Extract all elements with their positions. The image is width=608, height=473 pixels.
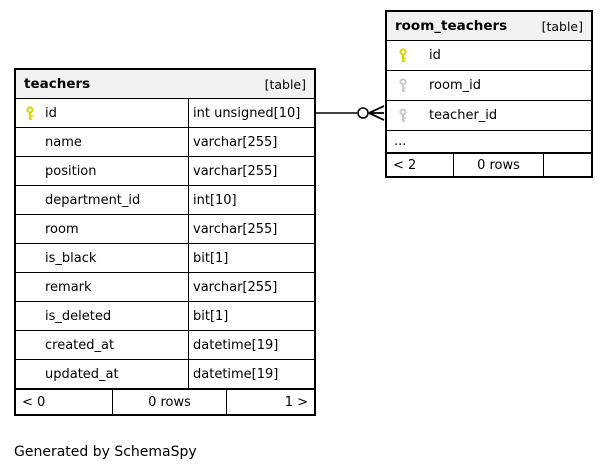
foreign-key-icon: [387, 101, 417, 130]
column-name: position: [45, 163, 97, 179]
column-name: room: [45, 221, 79, 237]
table-teachers-title[interactable]: teachers: [24, 76, 91, 92]
column-type: int unsigned[10]: [188, 99, 314, 127]
column-name: room_id: [429, 78, 481, 93]
column-row-is-deleted: is_deleted bit[1]: [16, 301, 314, 330]
column-name: teacher_id: [429, 108, 498, 123]
no-key-icon: [16, 360, 42, 388]
column-type: varchar[255]: [188, 128, 314, 156]
column-row-is-black: is_black bit[1]: [16, 243, 314, 272]
column-row-teacher-id: teacher_id: [387, 100, 591, 130]
table-room-teachers-title[interactable]: room_teachers: [395, 18, 508, 34]
no-key-icon: [16, 244, 42, 272]
no-key-icon: [16, 157, 42, 185]
crowfoot-many-marker: [368, 105, 385, 121]
degree-out-count: [543, 154, 591, 176]
column-type: varchar[255]: [188, 273, 314, 301]
column-row-room-id: room_id: [387, 70, 591, 100]
degree-in-count: < 0: [22, 394, 46, 410]
column-row-id: id int unsigned[10]: [16, 98, 314, 127]
no-key-icon: [16, 331, 42, 359]
generated-by-caption: Generated by SchemaSpy: [14, 444, 197, 460]
table-teachers-footer: < 0 0 rows 1 >: [16, 388, 314, 414]
column-name: is_deleted: [45, 308, 112, 324]
table-teachers[interactable]: teachers [table] id int unsigned[10] nam…: [14, 68, 316, 416]
column-row-department-id: department_id int[10]: [16, 185, 314, 214]
column-row-id: id: [387, 40, 591, 70]
table-room-teachers[interactable]: room_teachers [table] id: [385, 10, 593, 178]
no-key-icon: [16, 215, 42, 243]
hidden-columns-ellipsis: ...: [387, 130, 591, 152]
no-key-icon: [16, 186, 42, 214]
column-name: is_black: [45, 250, 97, 266]
column-name: id: [45, 105, 57, 121]
column-row-room: room varchar[255]: [16, 214, 314, 243]
degree-out-count: 1 >: [226, 390, 314, 414]
column-type: int[10]: [188, 186, 314, 214]
foreign-key-icon: [387, 71, 417, 100]
column-row-updated-at: updated_at datetime[19]: [16, 359, 314, 388]
column-name: updated_at: [45, 366, 119, 382]
row-count: 0 rows: [112, 390, 226, 414]
column-row-name: name varchar[255]: [16, 127, 314, 156]
degree-in-count: < 2: [393, 157, 417, 173]
column-row-created-at: created_at datetime[19]: [16, 330, 314, 359]
row-count: 0 rows: [453, 154, 543, 176]
column-name: id: [429, 48, 441, 63]
column-type: datetime[19]: [188, 331, 314, 359]
column-name: created_at: [45, 337, 115, 353]
no-key-icon: [16, 128, 42, 156]
column-type: bit[1]: [188, 244, 314, 272]
column-name: department_id: [45, 192, 141, 208]
table-teachers-header: teachers [table]: [16, 70, 314, 98]
table-room-teachers-header: room_teachers [table]: [387, 12, 591, 40]
table-tag: [table]: [264, 76, 306, 92]
table-tag: [table]: [541, 18, 583, 34]
no-key-icon: [16, 273, 42, 301]
column-type: varchar[255]: [188, 157, 314, 185]
no-key-icon: [16, 302, 42, 330]
column-row-position: position varchar[255]: [16, 156, 314, 185]
column-type: varchar[255]: [188, 215, 314, 243]
primary-key-icon: [387, 41, 417, 70]
column-type: bit[1]: [188, 302, 314, 330]
column-name: name: [45, 134, 82, 150]
column-row-remark: remark varchar[255]: [16, 272, 314, 301]
column-type: datetime[19]: [188, 360, 314, 388]
column-name: remark: [45, 279, 92, 295]
primary-key-icon: [16, 99, 42, 127]
zero-circle-marker: [357, 107, 369, 119]
table-room-teachers-footer: < 2 0 rows: [387, 152, 591, 176]
